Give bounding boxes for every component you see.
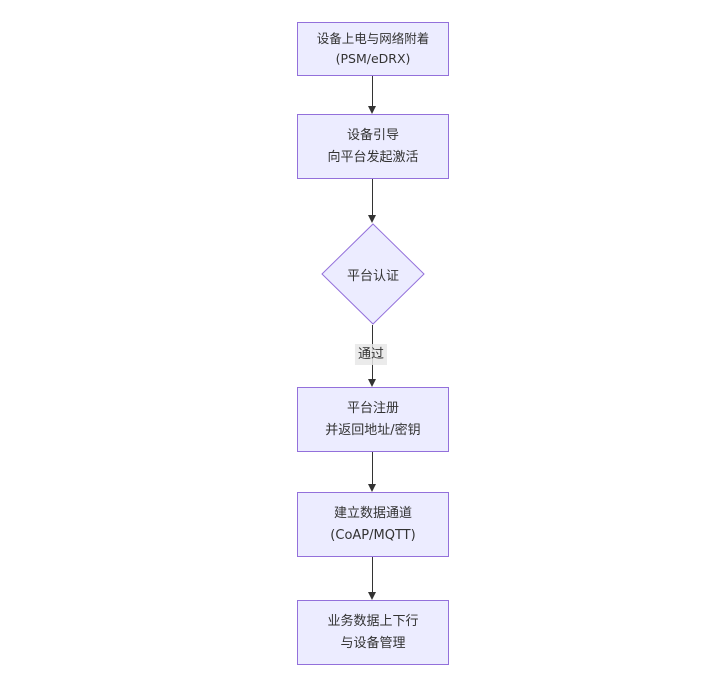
arrow-head-icon — [368, 592, 376, 600]
decision-platform-auth: 平台认证 — [321, 223, 425, 325]
edge-label-pass: 通过 — [354, 344, 388, 365]
node-device-boot: 设备引导 向平台发起激活 — [297, 114, 449, 179]
node-power-network-attach: 设备上电与网络附着 (PSM/eDRX) — [297, 22, 449, 76]
arrow-head-icon — [368, 379, 376, 387]
arrow-head-icon — [368, 106, 376, 114]
node-label-line: 业务数据上下行 — [327, 613, 419, 629]
diamond-shape — [321, 223, 425, 325]
arrow-register-to-channel — [368, 452, 377, 492]
node-label-line: 与设备管理 — [340, 635, 406, 651]
arrow-power-to-boot — [368, 76, 377, 114]
node-label-line: 设备引导 — [346, 127, 399, 143]
arrow-line — [372, 557, 373, 593]
node-label-line: (CoAP/MQTT) — [330, 527, 416, 543]
arrow-head-icon — [368, 215, 376, 223]
arrow-boot-to-auth — [368, 179, 377, 223]
arrow-line — [372, 179, 373, 216]
node-platform-register: 平台注册 并返回地址/密钥 — [297, 387, 449, 452]
arrow-head-icon — [368, 484, 376, 492]
node-label-line: 平台注册 — [346, 400, 399, 416]
node-label-line: 平台认证 — [346, 268, 399, 284]
arrow-line — [372, 76, 373, 107]
node-label-line: (PSM/eDRX) — [335, 51, 411, 66]
node-label-line: 设备上电与网络附着 — [316, 31, 430, 46]
node-label-line: 建立数据通道 — [333, 505, 412, 521]
node-label-line: 并返回地址/密钥 — [325, 422, 421, 438]
node-business-data: 业务数据上下行 与设备管理 — [297, 600, 449, 665]
arrow-line — [372, 452, 373, 485]
node-data-channel: 建立数据通道 (CoAP/MQTT) — [297, 492, 449, 557]
node-label-line: 向平台发起激活 — [327, 149, 419, 165]
arrow-channel-to-business — [368, 557, 377, 600]
